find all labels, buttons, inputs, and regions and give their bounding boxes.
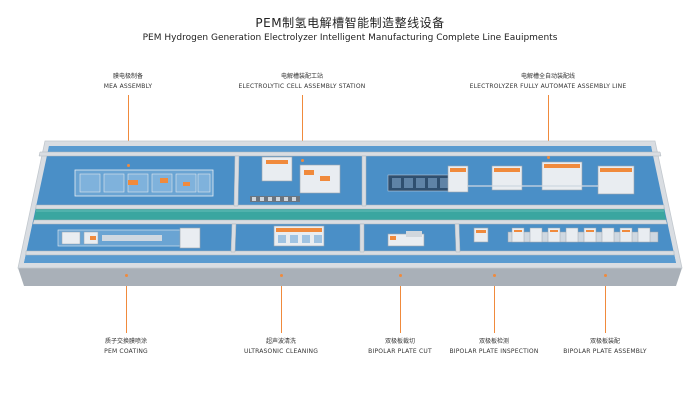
label-bipolar-plate-inspection: 双极板检测 BIPOLAR PLATE INSPECTION (449, 337, 538, 357)
equipment-ultrasonic-cleaning (273, 225, 325, 247)
leader-ultrasonic (281, 275, 282, 333)
equipment-cell-assembly-station (250, 156, 341, 202)
diagram-subtitle: PEM Hydrogen Generation Electrolyzer Int… (142, 33, 558, 43)
rear-corridor (48, 146, 652, 152)
label-cell-assembly-station-en: ELECTROLYTIC CELL ASSEMBLY STATION (238, 83, 366, 90)
label-fully-automate-line-cn: 电解槽全自动装配线 (520, 73, 575, 80)
front-corridor (24, 254, 676, 263)
leader-dot-mea (127, 164, 130, 167)
leader-bipolar-inspection (494, 275, 495, 333)
diagram-title: PEM制氢电解槽智能制造整线设备 (255, 16, 445, 30)
leader-dot-bipolar-assembly (604, 274, 607, 277)
label-ultrasonic-cleaning-cn: 超声波清洗 (265, 338, 296, 345)
label-fully-automate-line-en: ELECTROLYZER FULLY AUTOMATE ASSEMBLY LIN… (469, 83, 627, 90)
label-bipolar-plate-cut-cn: 双极板裁切 (384, 338, 416, 345)
label-bipolar-plate-inspection-en: BIPOLAR PLATE INSPECTION (449, 348, 539, 355)
leader-dot-ultrasonic (280, 274, 283, 277)
label-cell-assembly-station: 电解槽装配工站 ELECTROLYTIC CELL ASSEMBLY STATI… (238, 72, 365, 92)
leader-auto-line (548, 95, 549, 157)
leader-pem-coating (126, 275, 127, 333)
equipment-auto-assembly-line (387, 161, 635, 195)
label-bipolar-plate-assembly-cn: 双极板装配 (589, 338, 620, 345)
partition-walls (25, 151, 675, 256)
label-bipolar-plate-assembly-en: BIPOLAR PLATE ASSEMBLY (563, 348, 647, 355)
leader-dot-pem-coating (125, 274, 128, 277)
label-mea-assembly: 膜电极制备 MEA ASSEMBLY (104, 72, 152, 92)
equipment-mea-assembly (74, 169, 214, 197)
label-mea-assembly-en: MEA ASSEMBLY (103, 83, 153, 90)
platform-side (18, 268, 682, 286)
label-bipolar-plate-cut: 双极板裁切 BIPOLAR PLATE CUT (368, 337, 432, 357)
label-fully-automate-line: 电解槽全自动装配线 ELECTROLYZER FULLY AUTOMATE AS… (470, 72, 627, 92)
label-mea-assembly-cn: 膜电极制备 (112, 73, 143, 80)
label-pem-coating-cn: 质子交换膜喷涂 (104, 338, 147, 345)
label-pem-coating: 质子交换膜喷涂 PEM COATING (104, 337, 148, 357)
leader-cell-station (302, 95, 303, 160)
equipment-bipolar-inspection-assembly (473, 227, 659, 243)
leader-bipolar-assembly (605, 275, 606, 333)
label-bipolar-plate-inspection-cn: 双极板检测 (478, 338, 510, 345)
leader-dot-auto-line (547, 156, 550, 159)
leader-bipolar-cut (400, 275, 401, 333)
leader-mea (128, 95, 129, 165)
leader-dot-bipolar-inspection (493, 274, 496, 277)
label-cell-assembly-station-cn: 电解槽装配工站 (280, 73, 324, 80)
equipment-pem-coating (57, 227, 201, 249)
leader-dot-cell-station (301, 159, 304, 162)
label-ultrasonic-cleaning-en: ULTRASONIC CLEANING (243, 348, 319, 355)
equipment-bipolar-cut (387, 231, 425, 247)
center-aisle (34, 208, 666, 220)
leader-dot-bipolar-cut (399, 274, 402, 277)
label-ultrasonic-cleaning: 超声波清洗 ULTRASONIC CLEANING (244, 337, 318, 357)
label-pem-coating-en: PEM COATING (104, 348, 148, 355)
label-bipolar-plate-assembly: 双极板装配 BIPOLAR PLATE ASSEMBLY (563, 337, 646, 357)
label-bipolar-plate-cut-en: BIPOLAR PLATE CUT (368, 348, 432, 355)
